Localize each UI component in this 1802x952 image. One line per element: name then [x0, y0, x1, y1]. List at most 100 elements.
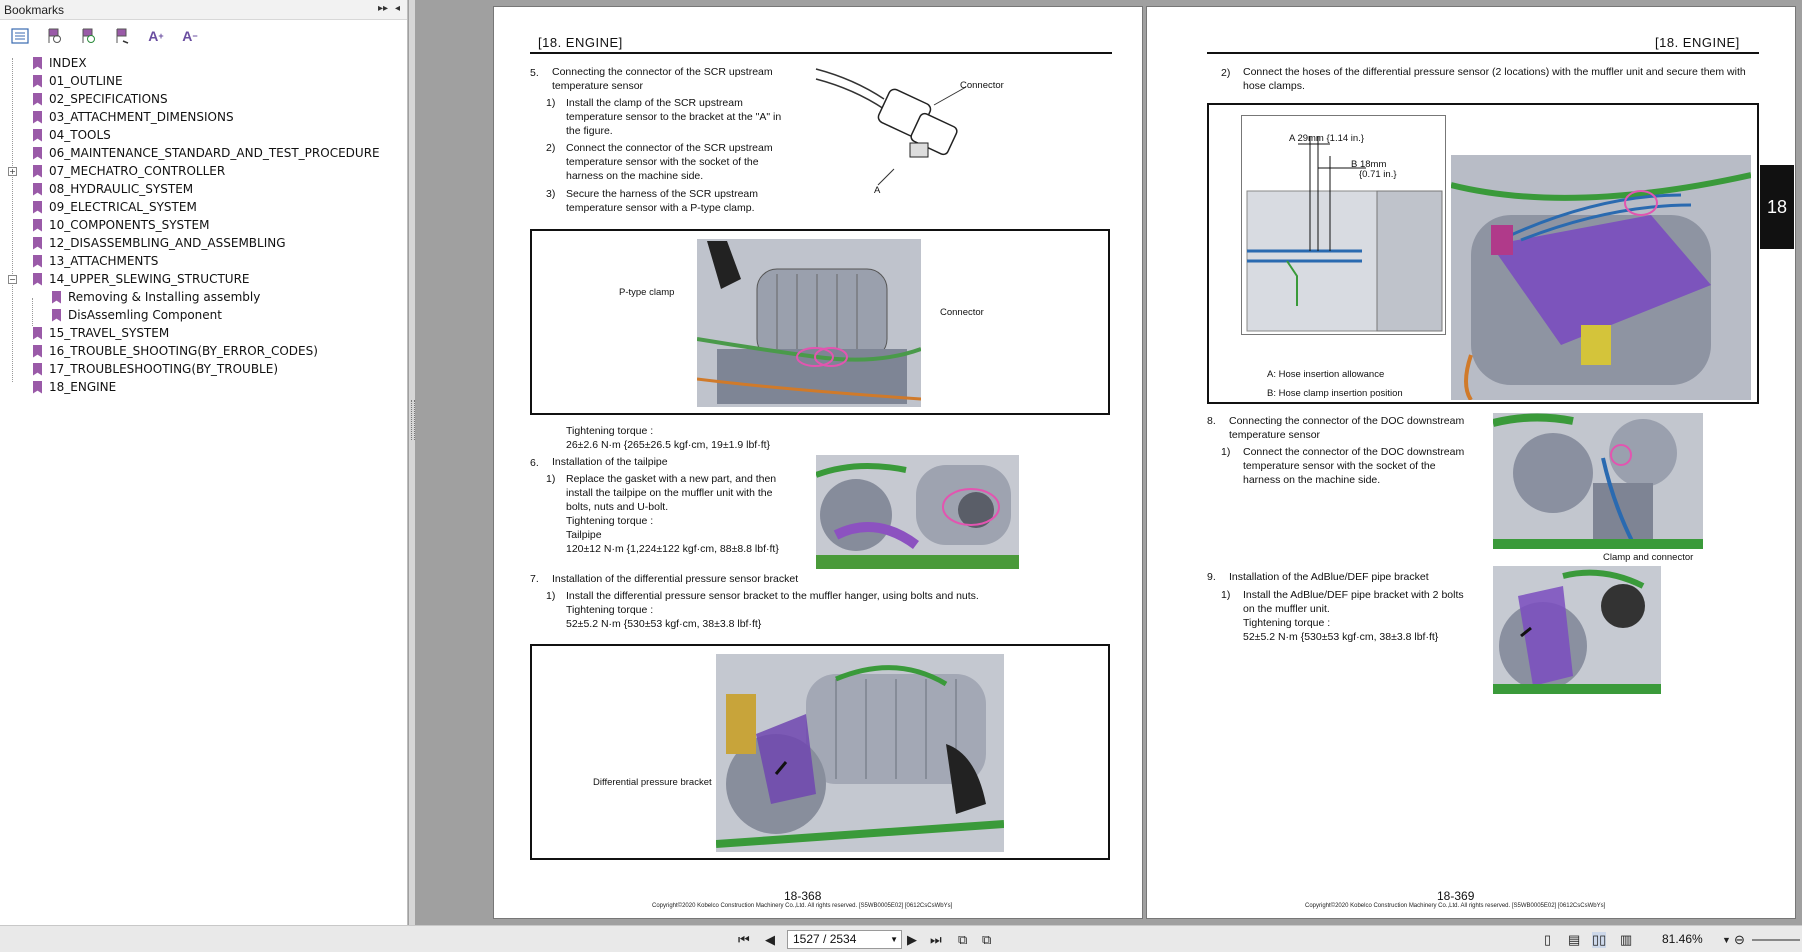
sub-number: 1) [546, 590, 556, 602]
panel-toolbar: A+ A− [0, 20, 407, 52]
page-number: 18-369 [1437, 889, 1475, 903]
bookmark-item[interactable]: 13_ATTACHMENTS [0, 252, 407, 270]
bookmark-item[interactable]: 17_TROUBLESHOOTING(BY_TROUBLE) [0, 360, 407, 378]
bookmark-icon [33, 380, 42, 394]
bookmark-item[interactable]: 18_ENGINE [0, 378, 407, 396]
bookmark-icon [33, 272, 42, 286]
torque-label: Tightening torque : [566, 604, 654, 616]
step-text: Replace the gasket with a new part, and … [566, 473, 777, 513]
last-page-icon[interactable]: ⏭ [930, 932, 942, 947]
page-number: 18-368 [784, 889, 822, 903]
sub-number: 2) [1221, 67, 1231, 79]
zoom-level[interactable]: 81.46% [1662, 932, 1703, 946]
increase-font-icon[interactable]: A+ [148, 28, 164, 44]
bookmark-icon [33, 218, 42, 232]
bookmark-item[interactable]: −14_UPPER_SLEWING_STRUCTURE [8, 272, 250, 286]
bookmark-icon [33, 146, 42, 160]
continuous-facing-icon[interactable]: ▥ [1620, 932, 1633, 947]
bookmark-item[interactable]: DisAssemling Component [0, 306, 407, 324]
bookmark-item[interactable]: 03_ATTACHMENT_DIMENSIONS [0, 108, 407, 126]
copyright: Copyright©2020 Kobelco Construction Mach… [652, 903, 953, 909]
bookmark-icon [52, 290, 61, 304]
figure-frame: Differential pressure bracket [530, 644, 1110, 860]
doc-sensor-photo [1493, 413, 1703, 549]
engine-photo-scr [697, 239, 921, 407]
zoom-dropdown-icon[interactable]: ▼ [1722, 935, 1731, 945]
bookmark-icon [33, 254, 42, 268]
find-bookmark-icon[interactable] [110, 25, 134, 47]
bookmark-item[interactable]: 02_SPECIFICATIONS [0, 90, 407, 108]
muffler-hose-photo [1451, 155, 1751, 400]
step-title: Connecting the connector of the DOC down… [1229, 415, 1465, 441]
section-header: [18. ENGINE] [538, 35, 623, 50]
document-page-left[interactable]: [18. ENGINE] 5. Connecting the connector… [493, 6, 1143, 919]
hose-diagram [1241, 115, 1446, 335]
bookmarks-panel: Bookmarks ▸▸ ◂ A+ A− INDEX 01_OUTLINE 02… [0, 0, 408, 925]
step-text: Secure the harness of the SCR upstream t… [566, 188, 759, 214]
bookmark-options-icon[interactable] [8, 25, 32, 47]
bookmark-item[interactable]: 16_TROUBLE_SHOOTING(BY_ERROR_CODES) [0, 342, 407, 360]
expand-icon[interactable]: + [8, 166, 17, 176]
step-title: Installation of the tailpipe [552, 456, 668, 468]
facing-icon[interactable]: ▯▯ [1592, 932, 1607, 948]
caption-connector: Connector [960, 80, 1004, 91]
step-title: Installation of the AdBlue/DEF pipe brac… [1229, 571, 1429, 583]
step-number: 9. [1207, 571, 1216, 583]
bookmark-item[interactable]: 06_MAINTENANCE_STANDARD_AND_TEST_PROCEDU… [0, 144, 407, 162]
caption-hose-b: B: Hose clamp insertion position [1267, 388, 1403, 399]
bookmark-tree: INDEX 01_OUTLINE 02_SPECIFICATIONS 03_AT… [0, 52, 407, 396]
bookmark-icon [52, 308, 61, 322]
back-view-icon[interactable]: ⧉ [958, 932, 968, 947]
document-page-right[interactable]: [18. ENGINE] 2) Connect the hoses of the… [1146, 6, 1796, 919]
caption-b-dimension-in: {0.71 in.} [1359, 169, 1397, 180]
sub-number: 3) [546, 188, 556, 200]
expand-bookmark-icon[interactable] [42, 25, 66, 47]
caption-connector: Connector [940, 307, 984, 318]
page-dropdown-icon[interactable]: ▼ [890, 935, 898, 944]
bookmark-item[interactable]: 09_ELECTRICAL_SYSTEM [0, 198, 407, 216]
forward-view-icon[interactable]: ⧉ [982, 932, 992, 947]
bookmark-item[interactable]: Removing & Installing assembly [0, 288, 407, 306]
copyright: Copyright©2020 Kobelco Construction Mach… [1305, 903, 1606, 909]
next-page-icon[interactable]: ▶ [907, 932, 917, 947]
section-header: [18. ENGINE] [1655, 35, 1740, 50]
bookmark-item[interactable]: +07_MECHATRO_CONTROLLER [8, 164, 226, 178]
bookmark-icon [33, 56, 42, 70]
bookmark-item[interactable]: 04_TOOLS [0, 126, 407, 144]
panel-header: Bookmarks ▸▸ ◂ [0, 0, 407, 20]
continuous-icon[interactable]: ▤ [1568, 932, 1581, 947]
figure-frame: P-type clamp Connector [530, 229, 1110, 415]
header-rule [1207, 52, 1759, 54]
caption-a-dimension: A 29mm {1.14 in.} [1289, 133, 1364, 144]
panel-collapse-icon[interactable]: ◂ [395, 3, 401, 14]
page-input[interactable]: 1527 / 2534 ▼ [787, 930, 902, 949]
caption-clamp-connector: Clamp and connector [1603, 552, 1694, 563]
panel-title: Bookmarks [4, 2, 65, 17]
prev-page-icon[interactable]: ◀ [765, 932, 775, 947]
single-page-icon[interactable]: ▯ [1544, 932, 1552, 947]
panel-menu-icon[interactable]: ▸▸ [378, 3, 389, 14]
step-title: Installation of the differential pressur… [552, 573, 799, 585]
caption-diff-bracket: Differential pressure bracket [593, 777, 712, 788]
first-page-icon[interactable]: ⏮ [738, 932, 750, 947]
bookmark-item[interactable]: 10_COMPONENTS_SYSTEM [0, 216, 407, 234]
zoom-out-icon[interactable]: ⊖ [1734, 932, 1745, 947]
torque-label: Tightening torque : [566, 515, 654, 527]
torque-label: Tightening torque : [566, 425, 654, 437]
decrease-font-icon[interactable]: A− [182, 28, 198, 44]
panel-splitter[interactable] [409, 0, 415, 925]
bookmark-item[interactable]: 08_HYDRAULIC_SYSTEM [0, 180, 407, 198]
caption-a: A [874, 185, 881, 196]
bookmark-item[interactable]: 12_DISASSEMBLING_AND_ASSEMBLING [0, 234, 407, 252]
bookmark-item[interactable]: 15_TRAVEL_SYSTEM [0, 324, 407, 342]
tailpipe-photo [816, 455, 1019, 569]
torque-label: Tightening torque : [1243, 617, 1331, 629]
bookmark-icon [33, 344, 42, 358]
bookmark-item[interactable]: INDEX [0, 54, 407, 72]
bookmark-item[interactable]: 01_OUTLINE [0, 72, 407, 90]
bookmark-icon [33, 182, 42, 196]
diff-pressure-photo [716, 654, 1004, 852]
collapse-bookmark-icon[interactable] [76, 25, 100, 47]
collapse-icon[interactable]: − [8, 274, 17, 284]
zoom-slider[interactable] [1752, 939, 1800, 941]
